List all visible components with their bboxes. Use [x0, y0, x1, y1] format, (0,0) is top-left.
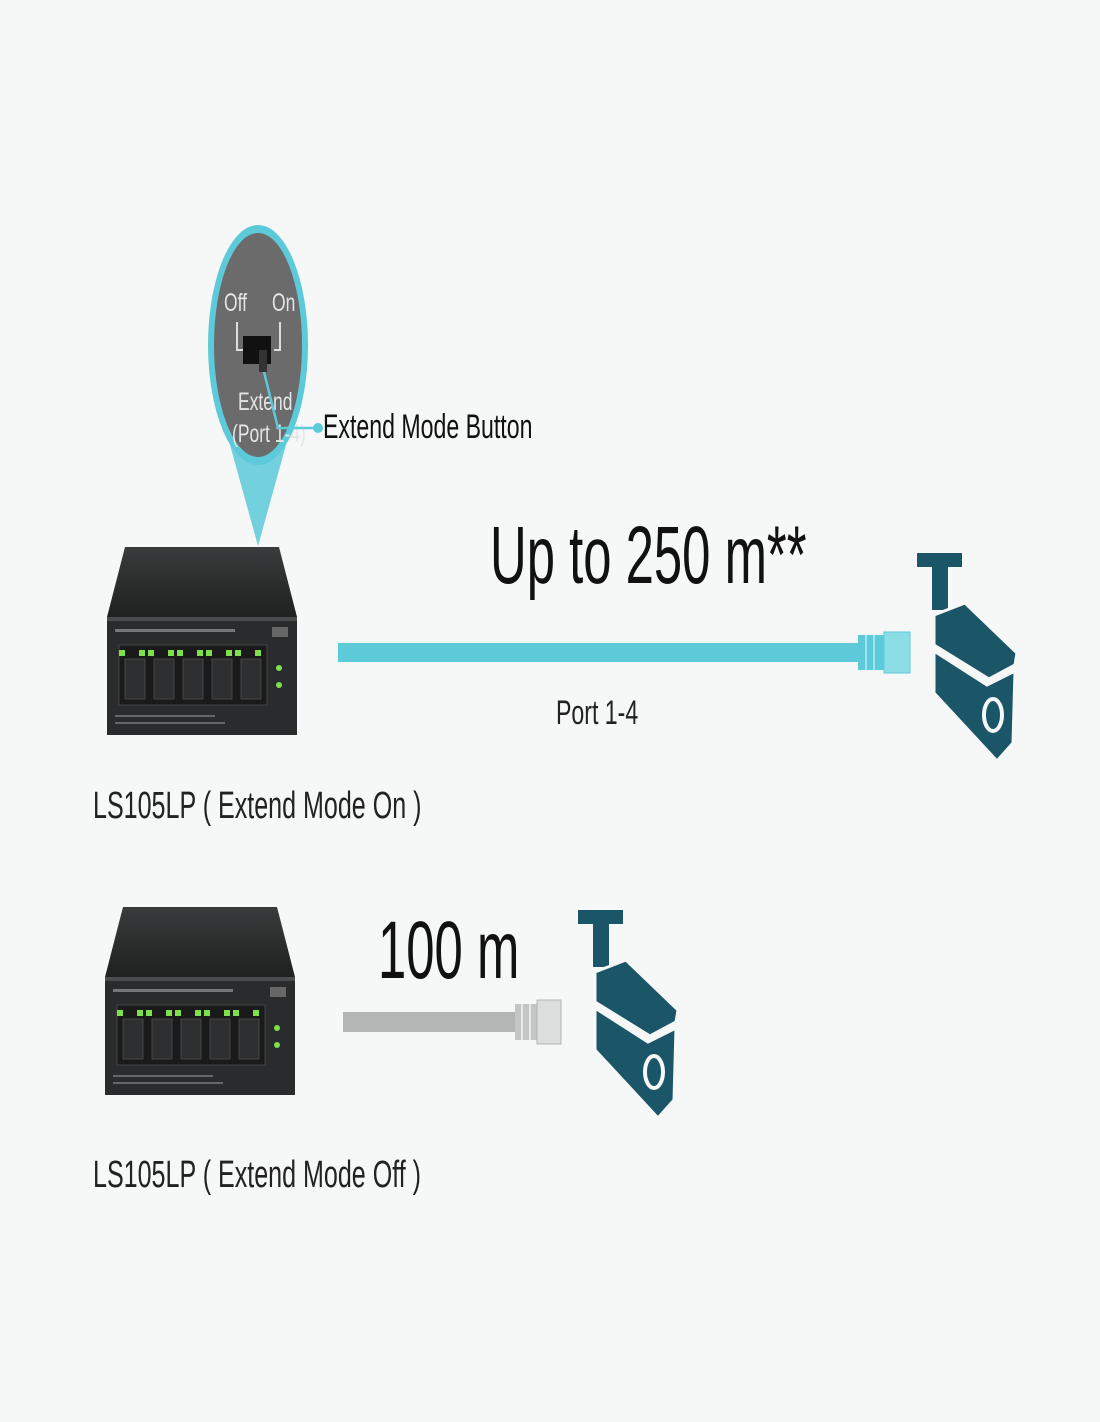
switch-name-label: Extend: [238, 387, 292, 416]
switch-off-label: Off: [224, 288, 248, 317]
device-label-extend-off: LS105LP ( Extend Mode Off ): [93, 1153, 421, 1195]
switch-extend-on-image: [106, 546, 298, 736]
switch-ports-label: (Port 1-4): [232, 419, 306, 448]
extended-distance: Up to 250 m**: [490, 510, 806, 601]
port-range-label: Port 1-4: [556, 695, 638, 732]
camera-icon: [576, 908, 680, 1120]
extend-mode-button-label: Extend Mode Button: [323, 409, 532, 446]
switch-on-label: On: [272, 288, 295, 317]
rj45-connector-teal: [858, 631, 911, 674]
rj45-connector-gray: [515, 999, 562, 1045]
extend-switch-callout: Off On Extend (Port 1-4): [208, 225, 323, 546]
cable-standard: [343, 1012, 517, 1032]
device-label-extend-on: LS105LP ( Extend Mode On ): [93, 784, 421, 826]
camera-icon: [915, 551, 1019, 763]
switch-extend-off-image: [104, 906, 296, 1096]
standard-distance: 100 m: [378, 905, 519, 996]
cable-extended: [338, 643, 860, 662]
leader-line: [262, 371, 318, 430]
